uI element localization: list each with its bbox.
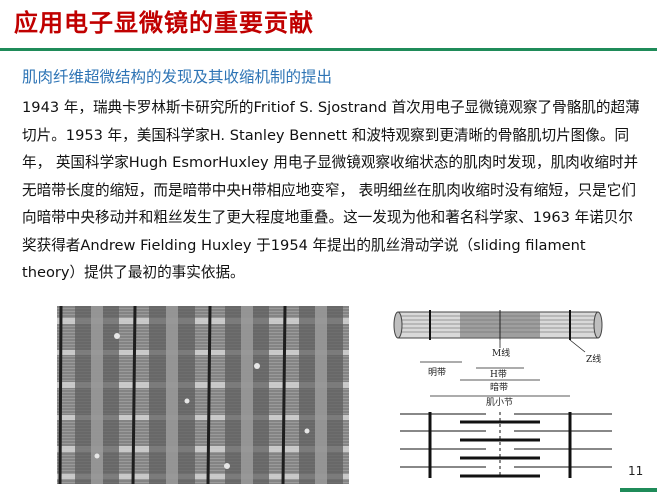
filament-schematic <box>400 412 612 478</box>
muscle-micrograph-image <box>57 306 349 484</box>
z-line-label: Z线 <box>586 353 601 365</box>
myofibril-drawing <box>393 310 603 340</box>
slide-title: 应用电子显微镜的重要贡献 <box>14 9 314 37</box>
dark-band-label: 暗带 <box>490 381 508 393</box>
slide-subtitle: 肌肉纤维超微结构的发现及其收缩机制的提出 <box>22 68 333 86</box>
m-line-label: M线 <box>492 347 510 359</box>
title-divider <box>0 48 657 51</box>
light-band-label: 明带 <box>428 367 446 378</box>
page-number: 11 <box>628 464 644 478</box>
bottom-accent-bar <box>620 488 657 492</box>
sarcomere-diagram: M线 Z线 明带 H带 暗带 肌小节 <box>390 306 620 484</box>
h-band-label: H带 <box>490 369 507 380</box>
body-paragraph: 1943 年，瑞典卡罗林斯卡研究所的Fritiof S. Sjostrand 首… <box>22 99 640 281</box>
sarcomere-label: 肌小节 <box>486 397 513 408</box>
